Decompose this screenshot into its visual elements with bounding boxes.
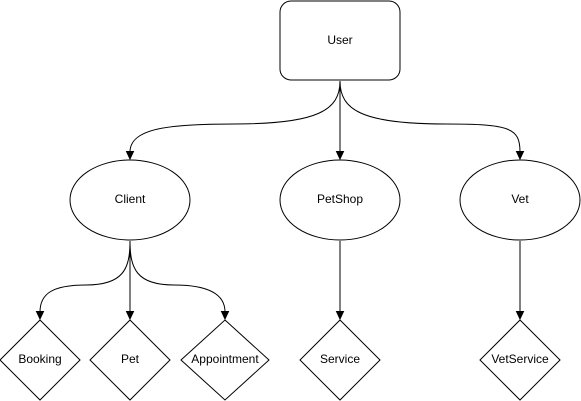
node-user: User [279, 0, 401, 81]
edge-client-booking [39, 240, 131, 313]
node-pet-label: Pet [121, 352, 140, 366]
arrow-head-vetservice [515, 311, 525, 321]
arrow-head-appointment [220, 311, 230, 321]
node-client-shape [69, 159, 191, 241]
arrow-head-client [125, 151, 135, 161]
node-vetservice: VetService [479, 319, 561, 401]
edge-user-vet [339, 80, 521, 153]
node-service: Service [299, 319, 381, 401]
arrow-head-service [335, 311, 345, 321]
node-appointment-label: Appointment [191, 352, 259, 366]
node-client: Client [69, 159, 191, 241]
node-vet-label: Vet [511, 192, 529, 206]
edge-user-client [129, 80, 341, 153]
node-vet: Vet [459, 159, 581, 241]
edges [35, 80, 525, 321]
node-petshop-label: PetShop [317, 192, 363, 206]
arrow-head-pet [125, 311, 135, 321]
node-appointment: Appointment [180, 319, 270, 401]
node-pet-shape [89, 319, 171, 401]
node-client-label: Client [115, 192, 146, 206]
node-user-label: User [327, 33, 352, 47]
node-petshop-shape [279, 159, 401, 241]
node-vet-shape [459, 159, 581, 241]
arrow-head-vet [515, 151, 525, 161]
node-booking: Booking [0, 319, 81, 401]
node-vetservice-shape [479, 319, 561, 401]
node-booking-label: Booking [18, 352, 61, 366]
node-appointment-shape [180, 319, 270, 401]
node-user-shape [279, 0, 401, 81]
node-vetservice-label: VetService [491, 352, 549, 366]
node-petshop: PetShop [279, 159, 401, 241]
arrow-head-booking [35, 311, 45, 321]
arrow-head-petshop [335, 151, 345, 161]
node-service-shape [299, 319, 381, 401]
node-pet: Pet [89, 319, 171, 401]
node-service-label: Service [320, 352, 360, 366]
node-booking-shape [0, 319, 81, 401]
edge-client-appointment [129, 240, 226, 313]
